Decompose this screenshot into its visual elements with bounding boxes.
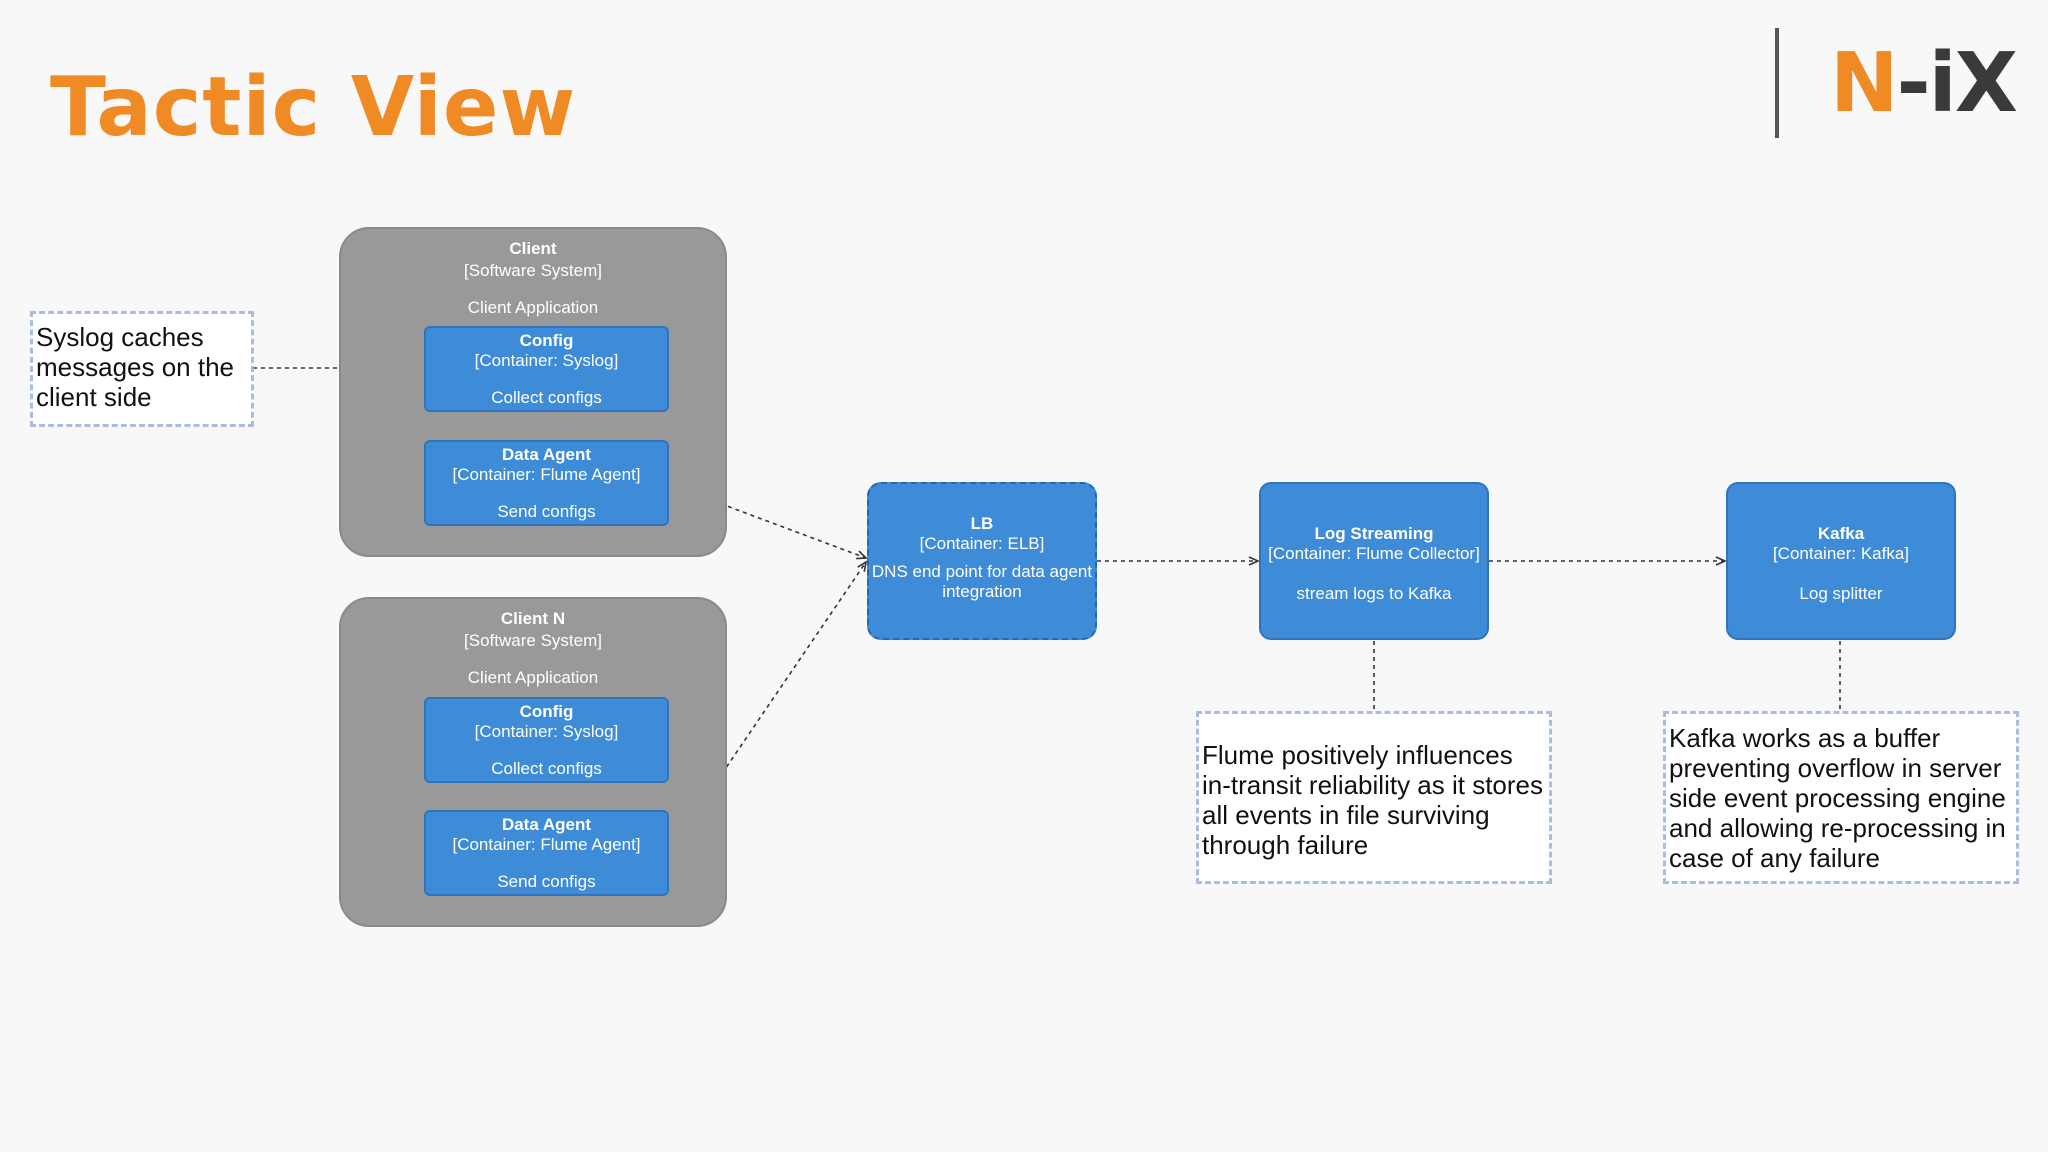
client-n-system-name: Client N — [500, 609, 566, 628]
container-type: [Container: Kafka] — [1772, 544, 1910, 563]
container-name: Config — [519, 702, 574, 721]
container-type: [Container: Syslog] — [474, 722, 619, 741]
container-desc: DNS end point for data agent integration — [871, 562, 1093, 601]
container-name: Kafka — [1817, 524, 1865, 543]
logo-divider — [1775, 28, 1779, 138]
container-desc: stream logs to Kafka — [1296, 584, 1452, 603]
lb-container[interactable]: LB [Container: ELB] DNS end point for da… — [867, 482, 1097, 640]
container-type: [Container: Syslog] — [474, 351, 619, 370]
client-system-type: [Software System] — [464, 261, 602, 280]
container-name: Data Agent — [501, 815, 592, 834]
container-type: [Container: Flume Agent] — [452, 465, 641, 484]
client-config-container[interactable]: Config [Container: Syslog] Collect confi… — [424, 326, 669, 412]
container-name: Log Streaming — [1314, 524, 1434, 543]
client-n-system-type: [Software System] — [464, 631, 602, 650]
client-n-system-desc: Client Application — [467, 668, 599, 687]
slide-title: Tactic View — [50, 60, 577, 155]
kafka-note: Kafka works as a buffer preventing overf… — [1663, 711, 2019, 884]
kafka-container[interactable]: Kafka [Container: Kafka] Log splitter — [1726, 482, 1956, 640]
flume-note: Flume positively influences in-transit r… — [1196, 711, 1552, 884]
client-system-desc: Client Application — [467, 298, 599, 317]
container-name: Data Agent — [501, 445, 592, 464]
container-desc: Send configs — [497, 872, 596, 891]
company-logo: N-iX — [1830, 36, 2018, 131]
container-type: [Container: ELB] — [919, 534, 1045, 553]
container-desc: Collect configs — [491, 388, 602, 407]
container-desc: Collect configs — [491, 759, 602, 778]
log-streaming-container[interactable]: Log Streaming [Container: Flume Collecto… — [1259, 482, 1489, 640]
container-desc: Send configs — [497, 502, 596, 521]
container-type: [Container: Flume Collector] — [1268, 544, 1480, 563]
syslog-note: Syslog caches messages on the client sid… — [30, 311, 254, 427]
container-type: [Container: Flume Agent] — [452, 835, 641, 854]
container-name: Config — [519, 331, 574, 350]
client-data-agent-container[interactable]: Data Agent [Container: Flume Agent] Send… — [424, 440, 669, 526]
client-system-name: Client — [509, 239, 557, 258]
container-name: LB — [970, 514, 994, 533]
container-desc: Log splitter — [1799, 584, 1883, 603]
client-n-data-agent-container[interactable]: Data Agent [Container: Flume Agent] Send… — [424, 810, 669, 896]
client-n-config-container[interactable]: Config [Container: Syslog] Collect confi… — [424, 697, 669, 783]
